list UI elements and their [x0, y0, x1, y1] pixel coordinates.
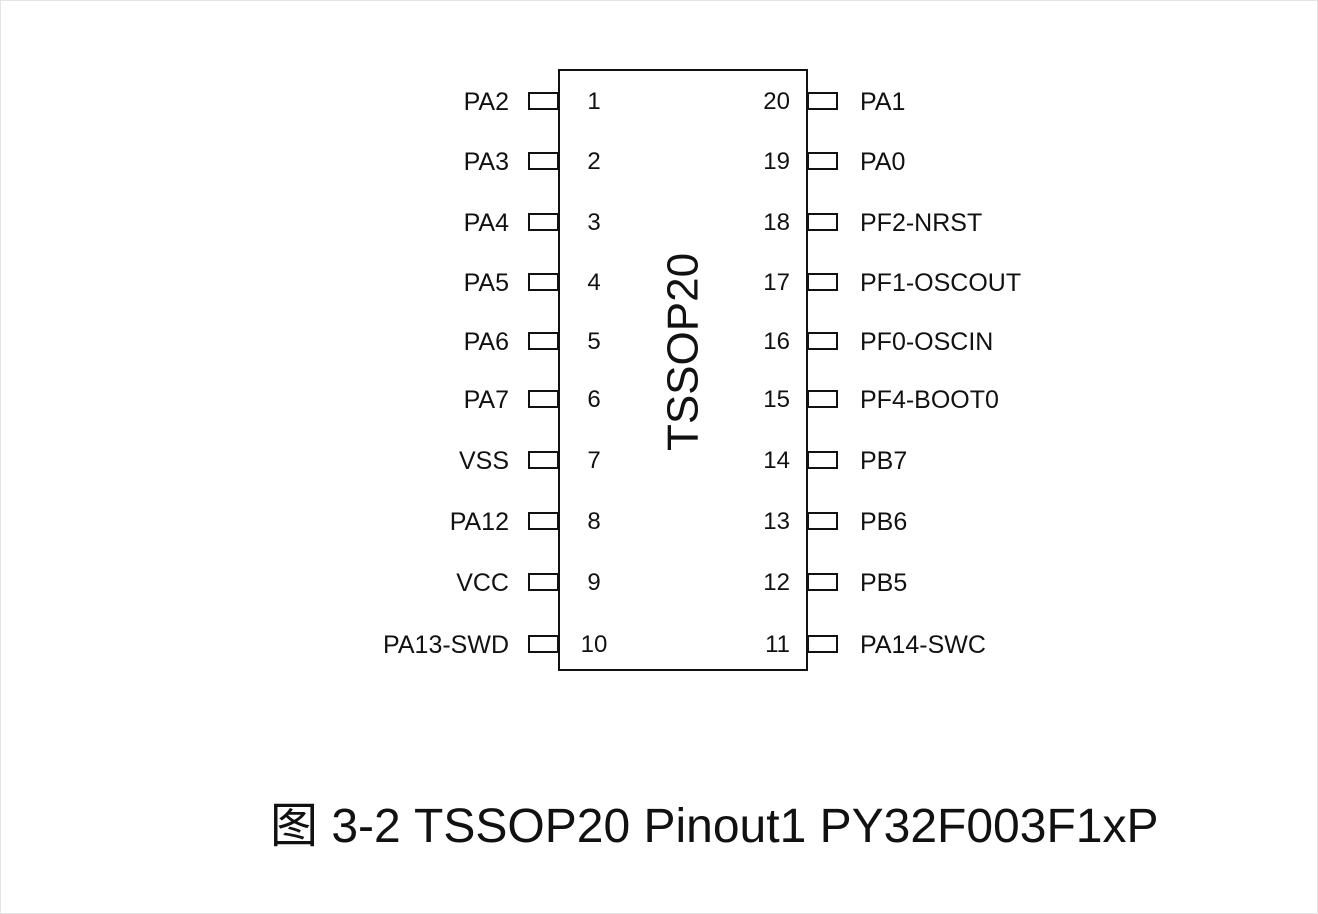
pin-number: 11 [765, 631, 790, 658]
pin-label: PF0-OSCIN [860, 328, 993, 356]
pin-label: PA5 [464, 269, 509, 297]
pin-pad [528, 635, 559, 653]
pin-label: VSS [459, 447, 509, 475]
pin-label: PA6 [464, 328, 509, 356]
pin-12: 12 PB5 [763, 569, 907, 597]
pin-10: 10 PA13-SWD [383, 631, 607, 659]
pin-number: 12 [763, 569, 790, 596]
pin-number: 20 [763, 88, 790, 115]
pin-label: PB6 [860, 508, 907, 536]
pin-16: 16 PF0-OSCIN [763, 328, 993, 356]
pin-pad [528, 273, 559, 291]
pin-number: 13 [763, 508, 790, 535]
pin-number: 3 [587, 209, 600, 236]
pin-5: 5 PA6 [464, 328, 601, 356]
pin-number: 2 [587, 148, 600, 175]
pin-label: PA7 [464, 386, 509, 414]
pin-number: 14 [763, 447, 790, 474]
chip-body [558, 69, 808, 671]
pin-pad [528, 390, 559, 408]
package-name: TSSOP20 [659, 253, 708, 451]
pin-label: PF1-OSCOUT [860, 269, 1021, 297]
left-pin-group: 1 PA2 2 PA3 3 PA4 4 PA5 5 PA6 6 PA7 7 VSS 8 PA12 9 VCC 10 P… [383, 88, 607, 659]
pin-pad [807, 512, 838, 530]
pin-label: PA13-SWD [383, 631, 509, 659]
pin-pad [807, 213, 838, 231]
pin-9: 9 VCC [456, 569, 600, 597]
pin-number: 15 [763, 386, 790, 413]
pin-number: 6 [587, 386, 600, 413]
pin-2: 2 PA3 [464, 148, 601, 176]
pin-pad [528, 451, 559, 469]
pin-label: PA14-SWC [860, 631, 986, 659]
pin-number: 18 [763, 209, 790, 236]
pin-number: 7 [587, 447, 600, 474]
pin-pad [807, 451, 838, 469]
pin-label: PB7 [860, 447, 907, 475]
pin-label: PF4-BOOT0 [860, 386, 999, 414]
pin-label: PA2 [464, 88, 509, 116]
pin-7: 7 VSS [459, 447, 601, 475]
pin-pad [807, 635, 838, 653]
pin-1: 1 PA2 [464, 88, 601, 116]
pin-pad [528, 573, 559, 591]
pin-number: 4 [587, 269, 600, 296]
pin-19: 19 PA0 [763, 148, 905, 176]
pin-pad [807, 92, 838, 110]
pin-label: PA0 [860, 148, 905, 176]
pin-3: 3 PA4 [464, 209, 601, 237]
pin-15: 15 PF4-BOOT0 [763, 386, 999, 414]
pin-label: PF2-NRST [860, 209, 982, 237]
pin-number: 9 [587, 569, 600, 596]
right-pin-group: 20 PA1 19 PA0 18 PF2-NRST 17 PF1-OSCOUT 16 PF0-OS… [763, 88, 1021, 659]
pin-pad [807, 273, 838, 291]
pin-number: 10 [581, 631, 608, 658]
pin-number: 8 [587, 508, 600, 535]
figure-caption: 图 3-2 TSSOP20 Pinout1 PY32F003F1xP [270, 800, 1159, 853]
pin-pad [807, 332, 838, 350]
pin-label: VCC [456, 569, 509, 597]
pin-18: 18 PF2-NRST [763, 209, 982, 237]
pin-label: PB5 [860, 569, 907, 597]
pin-11: 11 PA14-SWC [765, 631, 986, 659]
pin-4: 4 PA5 [464, 269, 601, 297]
pin-label: PA4 [464, 209, 509, 237]
pin-13: 13 PB6 [763, 508, 907, 536]
pin-number: 1 [587, 88, 600, 115]
pin-number: 17 [763, 269, 790, 296]
pin-label: PA12 [450, 508, 509, 536]
pin-pad [528, 332, 559, 350]
pin-label: PA1 [860, 88, 905, 116]
pin-pad [807, 573, 838, 591]
pin-label: PA3 [464, 148, 509, 176]
pin-pad [807, 390, 838, 408]
pin-14: 14 PB7 [763, 447, 907, 475]
pin-number: 5 [587, 328, 600, 355]
pin-17: 17 PF1-OSCOUT [763, 269, 1021, 297]
pin-pad [528, 92, 559, 110]
pin-pad [528, 213, 559, 231]
pin-number: 16 [763, 328, 790, 355]
pin-pad [528, 512, 559, 530]
pin-number: 19 [763, 148, 790, 175]
pin-pad [528, 152, 559, 170]
pin-pad [807, 152, 838, 170]
pin-6: 6 PA7 [464, 386, 601, 414]
pin-8: 8 PA12 [450, 508, 601, 536]
pin-20: 20 PA1 [763, 88, 905, 116]
